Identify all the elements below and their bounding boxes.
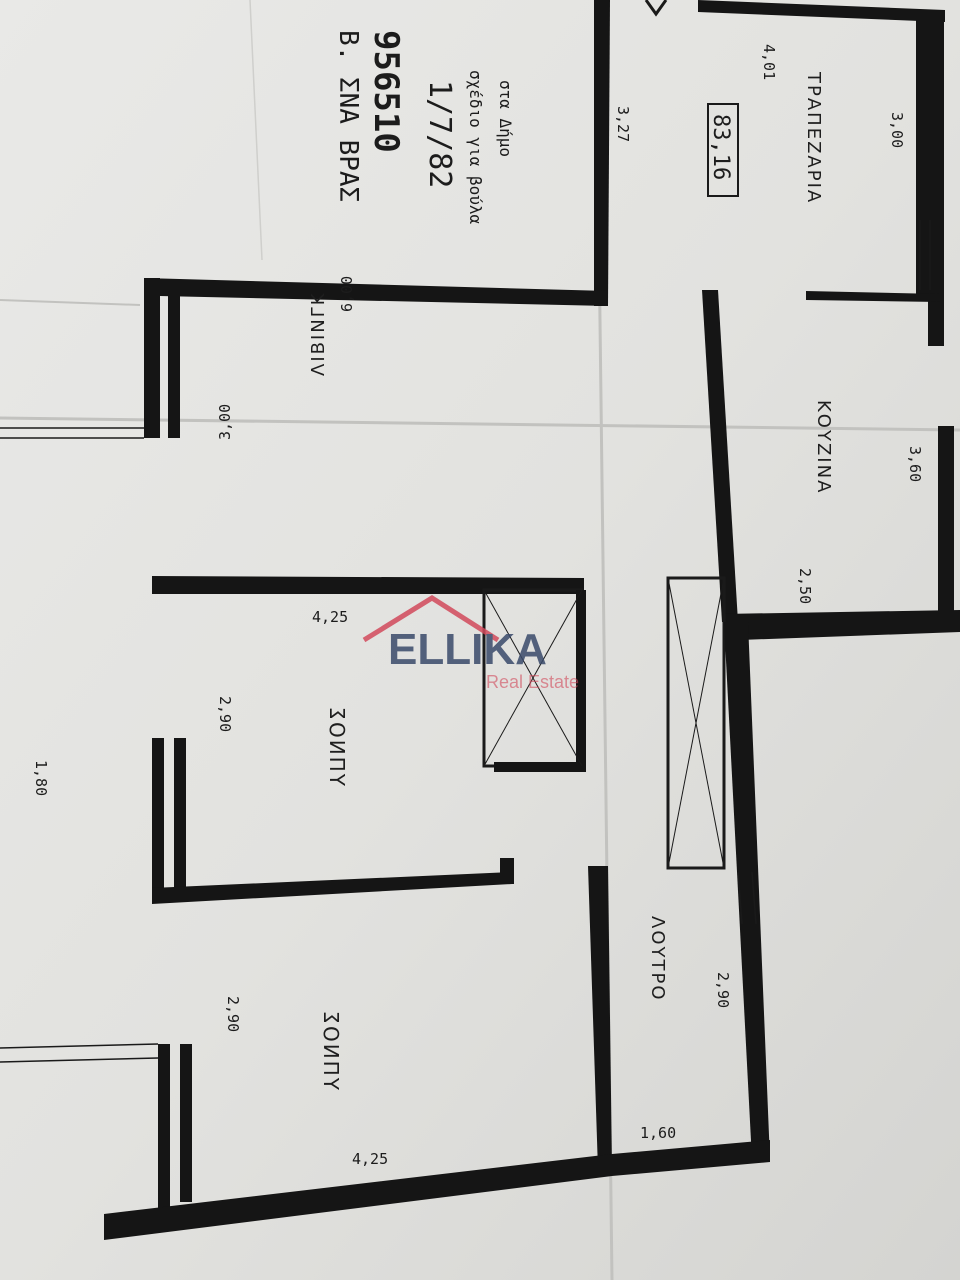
wall-bedroom2-outer-inner [180,1044,192,1202]
dim-kitchen-bottom: 2,50 [796,568,814,604]
room-label-bathroom: ΛΟΥΤΡΟ [647,916,668,1002]
balcony2-line-top [0,1043,159,1049]
dimensions: 4,01 3,00 3,27 6,00 3,00 3,60 2,50 4,25 … [32,44,924,1168]
dim-bedroom1-top: 4,25 [312,608,348,626]
room-label-living: ΛΙΒΙΝΓΚ [308,291,329,376]
dim-bedroom2-side: 2,90 [224,996,242,1032]
shaft-cross-b [483,589,583,767]
entry-arrow [644,0,668,17]
dim-balcony: 1,80 [32,760,50,796]
bath-window-a [737,871,743,925]
wall-living-bedroom [152,576,584,594]
wall-bedroom1-outer [152,738,164,902]
bath-shaft-cross-b [667,577,725,869]
wall-bedroom-divider-stub [500,858,514,884]
dim-bedroom1-side: 2,90 [216,696,234,732]
wall-bottom [104,1140,770,1240]
wall-kitchen-right [938,426,954,632]
wall-bedroom2-outer [158,1044,170,1212]
dim-dining-side: 3,00 [888,112,906,148]
dim-bathroom-side: 2,90 [714,972,732,1008]
handwritten-note: Β. ΣΝΑ ΒΡΑΣ 956510 1/7/82 σχέδιο για βού… [333,30,515,224]
wall-bathroom-right [724,622,770,1160]
wall-dining-right [916,14,944,346]
dim-bedroom2-bottom: 4,25 [352,1150,388,1168]
room-label-kitchen: ΚΟΥΖΙΝΑ [813,400,834,494]
wall-shaft-right [576,590,586,772]
wall-bedroom-divider [152,872,512,904]
wall-living-outer [144,278,160,438]
note-line-5: στα Δήμο [496,80,515,157]
dim-living-side: 3,00 [216,404,234,440]
wall-dining-top [698,0,945,22]
watermark-brand: ELLIKA [388,625,547,674]
wall-dining-left [594,0,610,306]
dim-dining-left: 3,27 [614,106,632,142]
wall-corridor [588,866,612,1170]
room-label-bedroom2: ΥΠΝΟΣ [319,1009,343,1091]
note-line-4: σχέδιο για βούλα [466,70,485,224]
area-box-value: 83,16 [708,114,733,180]
wall-living-outer-inner [168,296,180,438]
note-line-1: Β. ΣΝΑ ΒΡΑΣ [333,30,363,202]
area-box: 83,16 [707,103,739,197]
dim-kitchen-side: 3,60 [906,446,924,482]
room-label-bedroom1: ΥΠΝΟΣ [325,705,349,787]
wall-living-top [144,278,608,306]
watermark: ELLIKA Real Estate [362,595,579,692]
note-line-2: 956510 [366,30,406,153]
watermark-tagline: Real Estate [486,672,579,692]
wall-dining-kitchen [806,291,940,302]
room-label-dining: ΤΡΑΠΕΖΑΡΙΑ [803,71,824,204]
walls [104,0,960,1240]
bath-window-b [751,871,757,925]
dim-living-top: 6,00 [338,276,356,312]
openings [0,0,931,1063]
fold-crease-edge [0,299,141,306]
wall-kitchen-left [702,290,738,622]
dim-dining-top: 4,01 [760,44,778,80]
watermark-roof-icon [362,595,500,643]
area-box-frame [707,103,739,197]
balcony2-line-bottom [0,1057,159,1063]
wall-bedroom1-outer-inner [174,738,186,892]
bath-shaft-box [666,576,726,870]
fold-crease-faint [249,0,263,261]
wall-kitchen-bottom [722,610,960,640]
dim-bathroom-bottom: 1,60 [640,1124,676,1142]
note-line-3: 1/7/82 [422,80,457,188]
wall-shaft-bottom [494,762,586,772]
